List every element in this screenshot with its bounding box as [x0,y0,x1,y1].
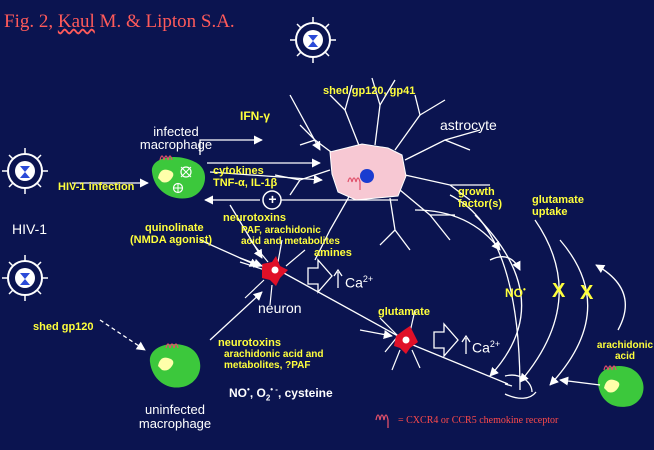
growth-line2: factor(s) [458,197,503,210]
title-prefix: Fig. 2, [4,11,58,32]
neuron-lower [394,326,418,354]
glutamate-uptake-label: glutamate uptake [532,194,584,218]
neurotoxins-top-label: neurotoxins [223,212,286,224]
ca-arrow-lower [433,322,459,358]
neuron-axon [281,271,509,385]
infected-line1: infected [153,124,199,139]
infected-macrophage-label: infected macrophage [133,125,219,151]
arachidonic-label: arachidonic acid and metabolites, ?PAF [224,349,324,371]
quinolinate-line1: quinolinate [145,222,204,234]
astrocyte-receptor [347,177,361,190]
infected-macrophage [151,155,206,199]
uninfected-macrophage-label: uninfected macrophage [127,402,223,432]
glutamate-label: glutamate [378,306,430,318]
quinolinate-line2: (NMDA agonist) [130,233,213,246]
cytokines-line1: cytokines [213,165,264,177]
astrocyte-nucleus [360,169,374,183]
plus-circle [262,190,282,210]
shed-gp120-label: shed gp120 [33,321,94,333]
ifn-label: IFN-γ [240,109,270,123]
arachidonic-line2: metabolites, ?PAF [224,359,311,371]
hiv-virion-lower [2,255,48,301]
glutamate-uptake-line2: uptake [532,205,568,218]
amines-label: amines [314,247,352,259]
uninfected-macrophage [149,343,201,388]
infected-line2: macrophage [139,137,213,152]
cytokines-line2: TNF-α, IL-1β [213,177,278,190]
astrocyte-processes [274,77,490,261]
ca-up-arrow-lower [461,334,471,354]
neuron-label: neuron [258,300,302,316]
legend-receptor-icon [375,414,389,428]
paf-line1: PAF, arachidonic [241,225,321,236]
no-right-label: NO• [505,285,526,300]
arrows [72,94,626,391]
x-mark-right: X [580,282,594,304]
arachidonic-right-line2: acid [614,350,635,362]
uninfected-line1: uninfected [145,402,205,417]
glutamate-uptake-line1: glutamate [532,194,584,206]
ca-up-arrow-upper [333,268,343,288]
arachidonic-line1: arachidonic acid and [224,349,324,360]
hiv-virion-middle [2,148,48,194]
legend-text: = CXCR4 or CCR5 chemokine receptor [398,415,559,426]
ca-label-lower: Ca2+ [472,339,501,356]
right-macrophage [597,365,644,407]
growth-line1: growth [458,186,495,198]
arachidonic-right-line1: arachidonic [596,340,654,351]
hiv-virion-top [290,17,336,63]
x-mark-left: X [552,280,566,302]
quinolinate-label: quinolinate (NMDA agonist) [130,222,213,246]
uninfected-line2: macrophage [138,416,212,432]
arachidonic-right-label: arachidonic acid [596,340,654,362]
neuron-upper [262,256,288,286]
figure-title: Fig. 2, Kaul M. & Lipton S.A. [4,12,235,31]
plus-sign: + [268,191,277,207]
ca-label-upper: Ca2+ [345,274,374,291]
paf-label: PAF, arachidonic acid and metabolites [241,225,340,247]
shed-gp120-gp41-label: shed gp120, gp41 [323,85,416,97]
growth-factors-label: growth factor(s) [458,186,503,210]
title-rest: M. & Lipton S.A. [94,11,235,32]
astrocyte-label: astrocyte [440,117,497,133]
ca-arrow-upper [307,258,333,294]
radicals-label: NO•, O2• -, cysteine [229,385,333,403]
paf-line2: acid and metabolites [241,235,340,247]
hiv-label: HIV-1 [12,221,48,237]
title-author: Kaul [57,11,95,32]
cytokines-label: cytokines TNF-α, IL-1β [213,165,277,189]
neurotoxins-bottom-label: neurotoxins [218,337,281,349]
hiv-infection-label: HIV-1 infection [58,181,135,193]
